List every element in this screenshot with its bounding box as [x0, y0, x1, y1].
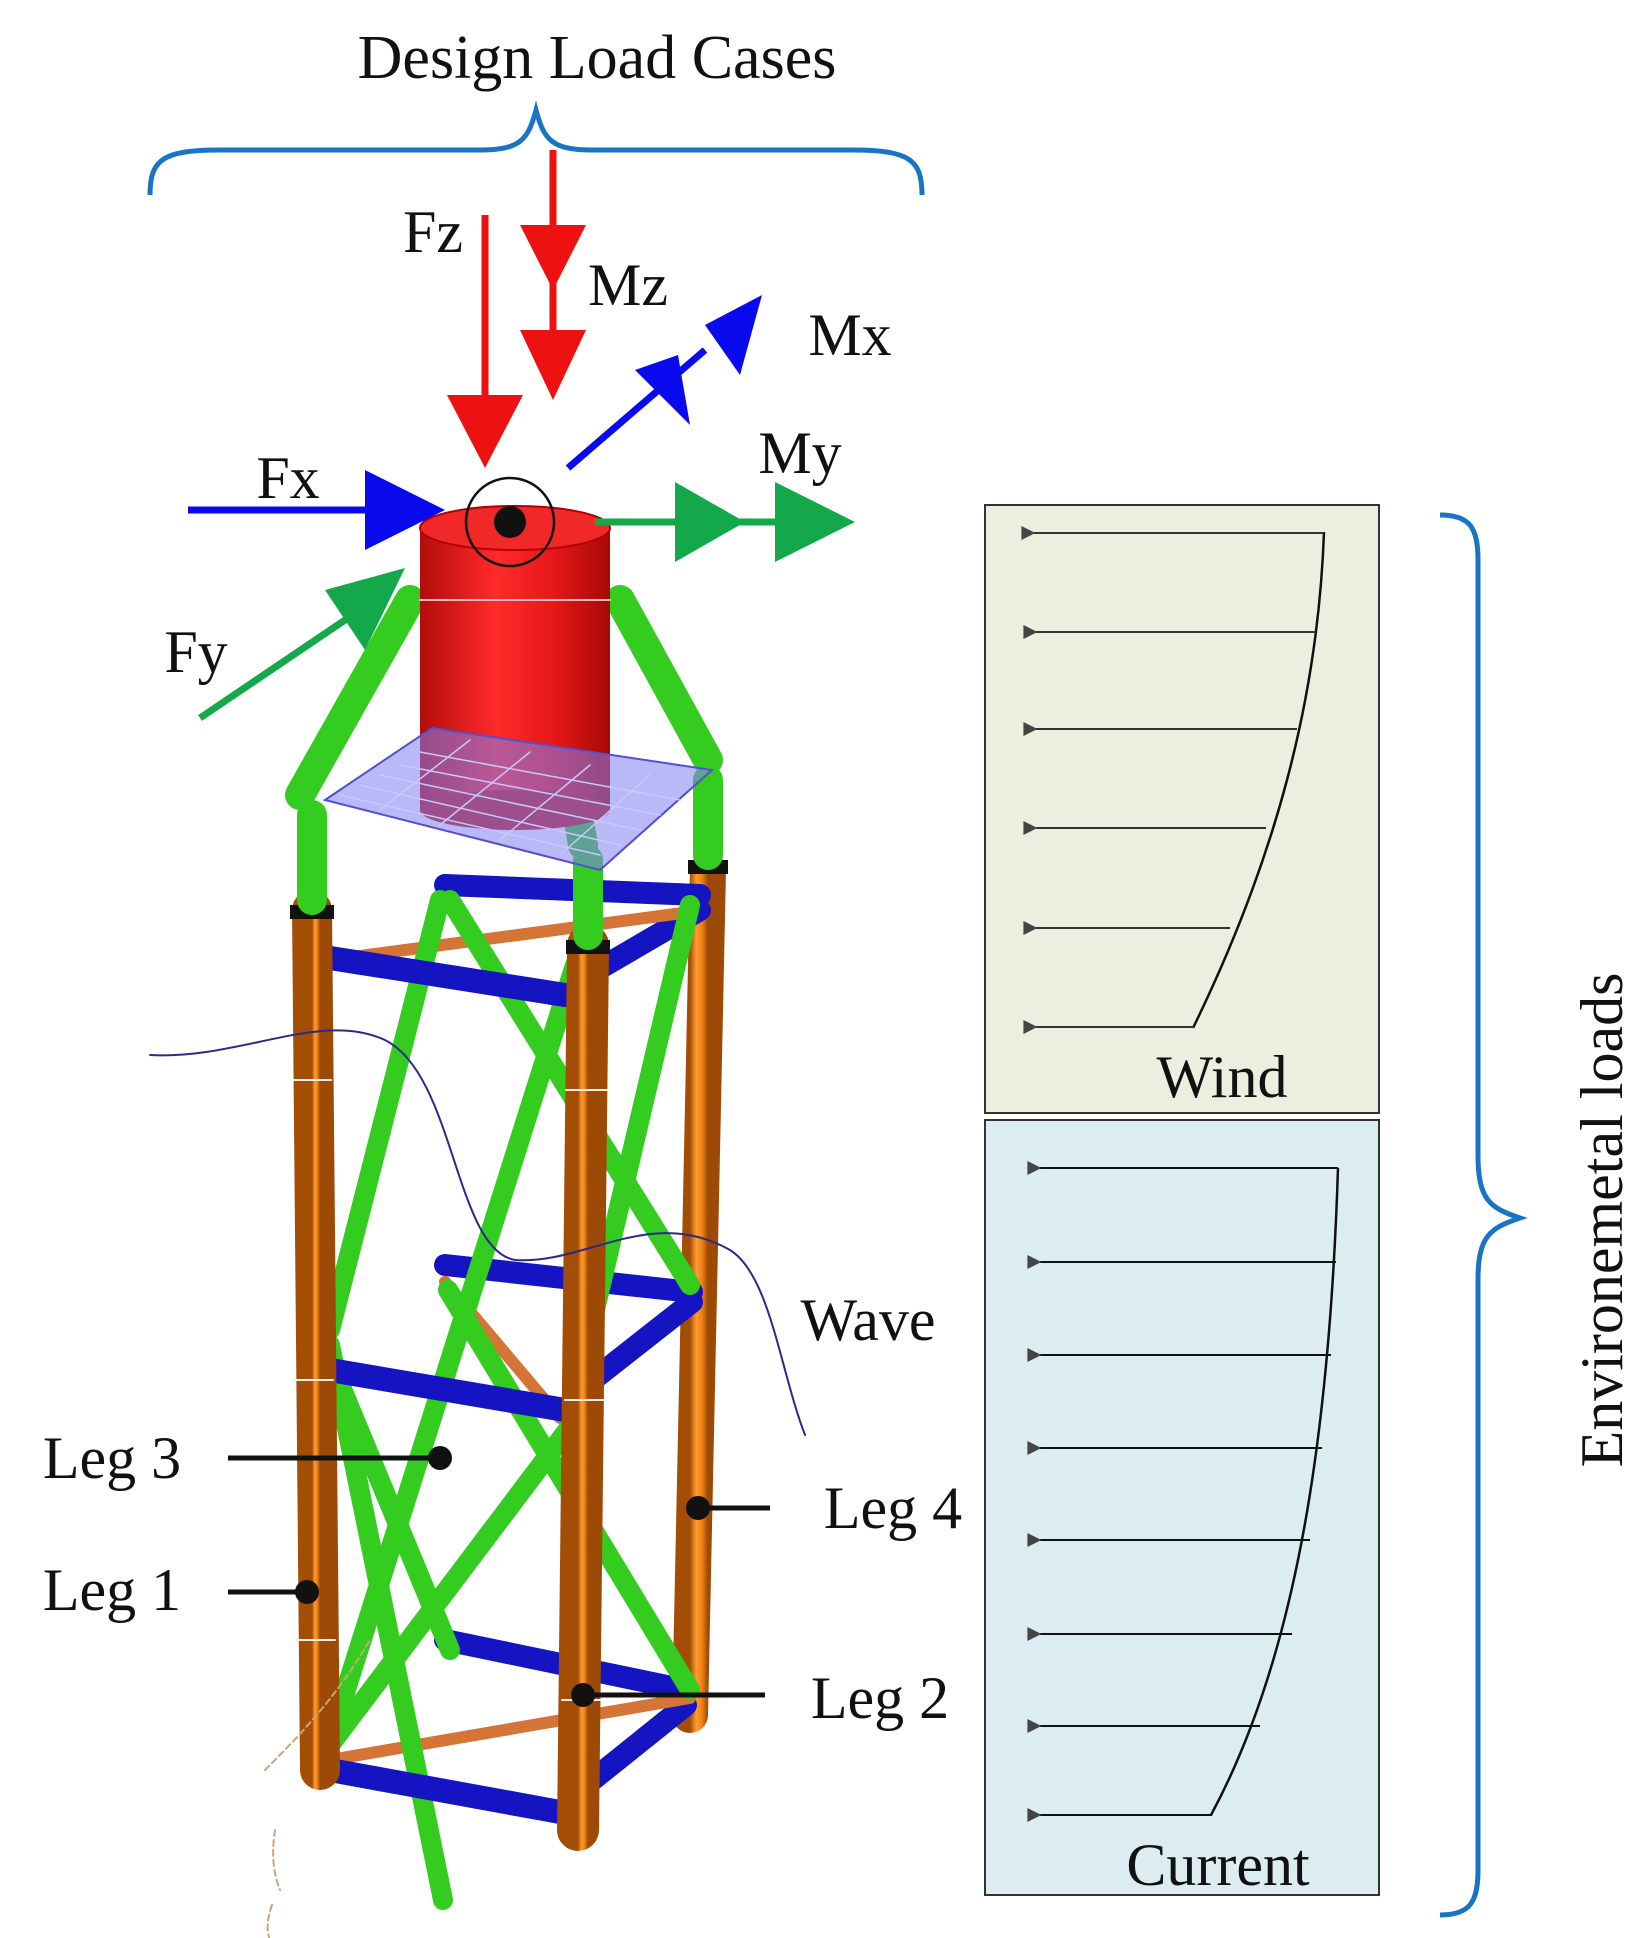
leg-4-marker	[686, 1496, 710, 1520]
brace-back-top	[434, 874, 711, 906]
leg-rings	[292, 1079, 609, 1701]
leg-1-label: Leg 1	[43, 1557, 181, 1623]
platform-grating	[322, 726, 715, 872]
fy-arrowhead	[325, 568, 405, 650]
diag-front-b	[320, 1410, 585, 1755]
leg-2-body	[557, 924, 609, 1851]
design-load-cases-brace	[147, 100, 925, 196]
current-arrows	[1027, 1161, 1338, 1822]
load-arrows	[188, 150, 855, 721]
diag-back-c	[320, 1335, 453, 1910]
fz-label: Fz	[403, 199, 463, 265]
load-point-ring	[464, 476, 556, 568]
current-label: Current	[1126, 1832, 1310, 1898]
orange-brace-top	[324, 906, 696, 966]
leg-2-label: Leg 2	[811, 1665, 949, 1731]
fx-label: Fx	[256, 445, 319, 511]
brace-front-mid	[318, 1358, 577, 1422]
leg-3-label: Leg 3	[43, 1425, 181, 1491]
front-legs	[292, 890, 609, 1851]
leg-1-marker	[295, 1580, 319, 1604]
fx-arrowhead	[365, 470, 445, 550]
wind-arrows	[1021, 526, 1324, 1034]
green-diagonal-braces	[320, 890, 700, 1910]
wind-label: Wind	[1157, 1044, 1288, 1110]
mz-label: Mz	[588, 252, 668, 318]
brace-front-top	[318, 946, 577, 1007]
design-load-cases-group: Design Load Cases	[147, 24, 925, 196]
my-arrowhead-1	[675, 482, 745, 562]
strut-left	[285, 585, 425, 810]
my-arrowhead-2	[775, 482, 855, 562]
mz-arrowhead-2	[520, 330, 586, 400]
load-labels: Fz Mz Mx My Fx Fy Wave	[164, 199, 935, 1353]
environmental-loads-title: Environemetal loads	[1569, 973, 1635, 1468]
current-profile-curve	[1209, 1167, 1340, 1816]
wind-profile-panel: Wind	[984, 504, 1380, 1114]
mx-arrowhead-2	[705, 295, 762, 375]
mx-label: Mx	[808, 302, 891, 368]
load-point-dot	[494, 506, 526, 538]
seabed-marks	[264, 1639, 371, 1938]
diag-front-a	[320, 955, 585, 1750]
mz-arrowhead-1	[520, 225, 586, 290]
brace-front-bottom	[318, 1758, 572, 1824]
leg-callouts: Leg 3 Leg 1 Leg 4 Leg 2	[43, 1425, 962, 1731]
wind-profile-curve	[1191, 531, 1326, 1029]
environmental-loads-brace	[1439, 512, 1528, 1918]
diag-back-d	[320, 1350, 460, 1660]
wind-panel-box	[984, 504, 1380, 1114]
environmental-loads-group: Environemetal loads	[1439, 512, 1635, 1918]
leg-1-body	[292, 890, 340, 1790]
leg-3-marker	[428, 1446, 452, 1470]
wave-line	[149, 1029, 806, 1436]
front-horizontal-braces	[318, 946, 577, 1824]
current-profile-panel: Current	[984, 1119, 1380, 1898]
my-label: My	[758, 420, 841, 486]
leg-4-label: Leg 4	[824, 1475, 962, 1541]
strut-right	[605, 585, 723, 775]
mx-arrowhead-1	[635, 355, 690, 425]
leg-2-marker	[571, 1683, 595, 1707]
fy-label: Fy	[164, 619, 227, 685]
mx-arrow-shaft	[565, 347, 708, 471]
current-panel-box	[984, 1119, 1380, 1896]
orange-brace-bottom	[324, 1692, 696, 1766]
fz-arrowhead	[447, 395, 523, 468]
fy-arrow-shaft	[198, 615, 350, 721]
design-load-cases-title: Design Load Cases	[358, 24, 837, 92]
wave-label: Wave	[800, 1287, 935, 1353]
jacket-frame	[149, 505, 806, 1938]
